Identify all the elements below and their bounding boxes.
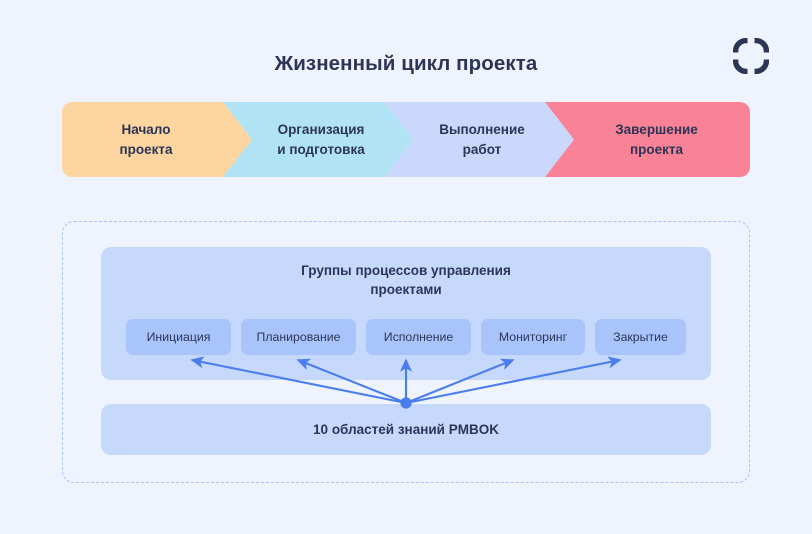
project-lifecycle-phase-bar: Начало проекта Организация и подготовка … [62, 102, 750, 177]
phase-label-closing: Завершение проекта [615, 121, 698, 157]
dashed-grouping-frame [62, 221, 750, 483]
rounded-square-ring-logo [732, 37, 770, 75]
pmbok-knowledge-areas-label: 10 областей знаний PMBOK [313, 422, 499, 437]
page-title: Жизненный цикл проекта [274, 52, 538, 75]
phase-chevron-closing[interactable]: Завершение проекта [545, 102, 750, 177]
process-groups-title: Группы процессов управления проектами [301, 263, 511, 297]
phase-chevron-start[interactable]: Начало проекта [62, 102, 252, 177]
pmbok-knowledge-areas-panel: 10 областей знаний PMBOK [101, 404, 711, 455]
phase-chevron-organization[interactable]: Организация и подготовка [223, 102, 413, 177]
phase-label-execution: Выполнение работ [439, 121, 525, 157]
process-groups-panel: Группы процессов управления проектами Ин… [101, 247, 711, 380]
process-pill-monitoring[interactable]: Мониторинг [481, 319, 585, 355]
process-pill-closing[interactable]: Закрытие [595, 319, 686, 355]
process-group-pill-row: Инициация Планирование Исполнение Монито… [126, 319, 686, 355]
process-pill-initiation[interactable]: Инициация [126, 319, 231, 355]
phase-label-organization: Организация и подготовка [277, 121, 365, 157]
phase-chevron-execution[interactable]: Выполнение работ [384, 102, 574, 177]
process-pill-executing[interactable]: Исполнение [366, 319, 471, 355]
phase-label-start: Начало проекта [119, 121, 173, 157]
process-pill-planning[interactable]: Планирование [241, 319, 356, 355]
